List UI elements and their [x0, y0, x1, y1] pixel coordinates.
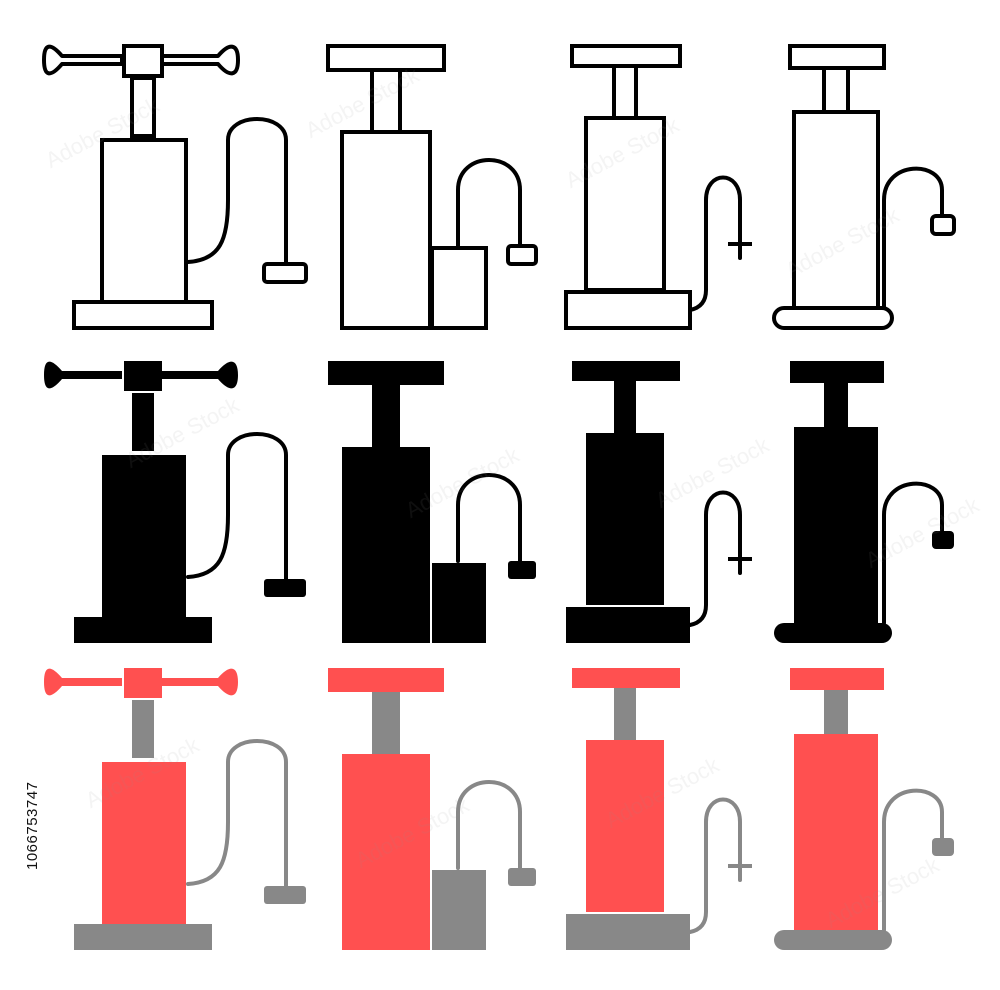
hose-nozzle [932, 531, 954, 549]
presta-valve-tip [728, 858, 752, 880]
pump-cylinder [794, 427, 878, 623]
pump-cylinder [102, 455, 186, 617]
floor-pump-side-box-icon [326, 44, 538, 330]
pump-handle [790, 668, 884, 690]
stock-id-label: 1066753747 [24, 781, 41, 870]
hose-nozzle [930, 214, 956, 236]
plunger-rod [372, 692, 400, 754]
hose-nozzle [508, 868, 536, 886]
pump-handle [572, 361, 680, 381]
pump-base [566, 914, 690, 950]
floor-pump-presta-tip-icon [566, 668, 752, 950]
pump-handle [790, 361, 884, 383]
handle-center [124, 361, 162, 391]
floor-pump-presta-tip-icon [566, 361, 752, 643]
pump-cylinder [342, 447, 430, 643]
air-hose [882, 481, 944, 625]
pump-base [566, 607, 690, 643]
floor-pump-t-handle-icon [44, 361, 306, 643]
air-hose [688, 797, 742, 934]
plunger-rod [824, 690, 848, 734]
floor-pump-presta-tip-icon [564, 44, 752, 330]
handle-left-paddle [44, 668, 122, 696]
pump-handle [326, 44, 446, 72]
air-hose [456, 158, 522, 248]
pump-handle [572, 668, 680, 688]
hose-nozzle [508, 561, 536, 579]
pump-cylinder [586, 433, 664, 605]
plunger-rod [614, 688, 636, 740]
pump-base [564, 290, 692, 330]
gauge-box [430, 246, 488, 330]
pump-base-rounded [772, 306, 894, 330]
floor-pump-rounded-base-icon [774, 668, 954, 950]
hose-nozzle [264, 886, 306, 904]
handle-right-paddle [160, 44, 240, 76]
pump-cylinder [584, 116, 666, 292]
gauge-box [432, 870, 486, 950]
plunger-rod [132, 393, 154, 451]
plunger-rod [614, 381, 636, 433]
pump-base [74, 924, 212, 950]
floor-pump-side-box-icon [328, 668, 536, 950]
hose-nozzle [262, 262, 308, 284]
air-hose [456, 473, 522, 563]
pump-base-rounded [774, 623, 892, 643]
plunger-rod [372, 385, 400, 447]
plunger-rod [370, 68, 402, 134]
pump-cylinder [586, 740, 664, 912]
pump-cylinder [100, 138, 188, 304]
air-hose [186, 739, 288, 892]
pump-cylinder [340, 130, 432, 330]
floor-pump-rounded-base-icon [774, 361, 954, 643]
plunger-rod [130, 76, 156, 138]
handle-right-paddle [162, 361, 238, 389]
handle-left-paddle [42, 44, 124, 76]
air-hose [882, 166, 944, 310]
handle-right-paddle [162, 668, 238, 696]
hose-nozzle [506, 244, 538, 266]
plunger-rod [824, 383, 848, 427]
floor-pump-rounded-base-icon [772, 44, 956, 330]
pump-base-rounded [774, 930, 892, 950]
plunger-rod [822, 66, 850, 114]
handle-left-paddle [44, 361, 122, 389]
pump-handle [570, 44, 682, 68]
pump-cylinder [794, 734, 878, 930]
pump-cylinder [342, 754, 430, 950]
floor-pump-t-handle-icon [44, 668, 306, 950]
pump-cylinder [792, 110, 880, 310]
air-hose [688, 490, 742, 627]
presta-valve-tip [728, 236, 752, 258]
air-hose [186, 432, 288, 585]
air-hose [186, 117, 288, 270]
pump-base [74, 617, 212, 643]
hose-nozzle [932, 838, 954, 856]
handle-center [122, 44, 164, 78]
plunger-rod [132, 700, 154, 758]
handle-center [124, 668, 162, 698]
floor-pump-t-handle-icon [42, 44, 308, 330]
air-hose [456, 780, 522, 870]
presta-valve-tip [728, 551, 752, 573]
floor-pump-side-box-icon [328, 361, 536, 643]
pump-base [72, 300, 214, 330]
pump-handle [328, 361, 444, 385]
hose-nozzle [264, 579, 306, 597]
plunger-rod [612, 64, 638, 120]
pump-handle [788, 44, 886, 70]
pump-handle [328, 668, 444, 692]
air-hose [688, 175, 742, 312]
air-hose [882, 788, 944, 932]
pump-cylinder [102, 762, 186, 924]
gauge-box [432, 563, 486, 643]
